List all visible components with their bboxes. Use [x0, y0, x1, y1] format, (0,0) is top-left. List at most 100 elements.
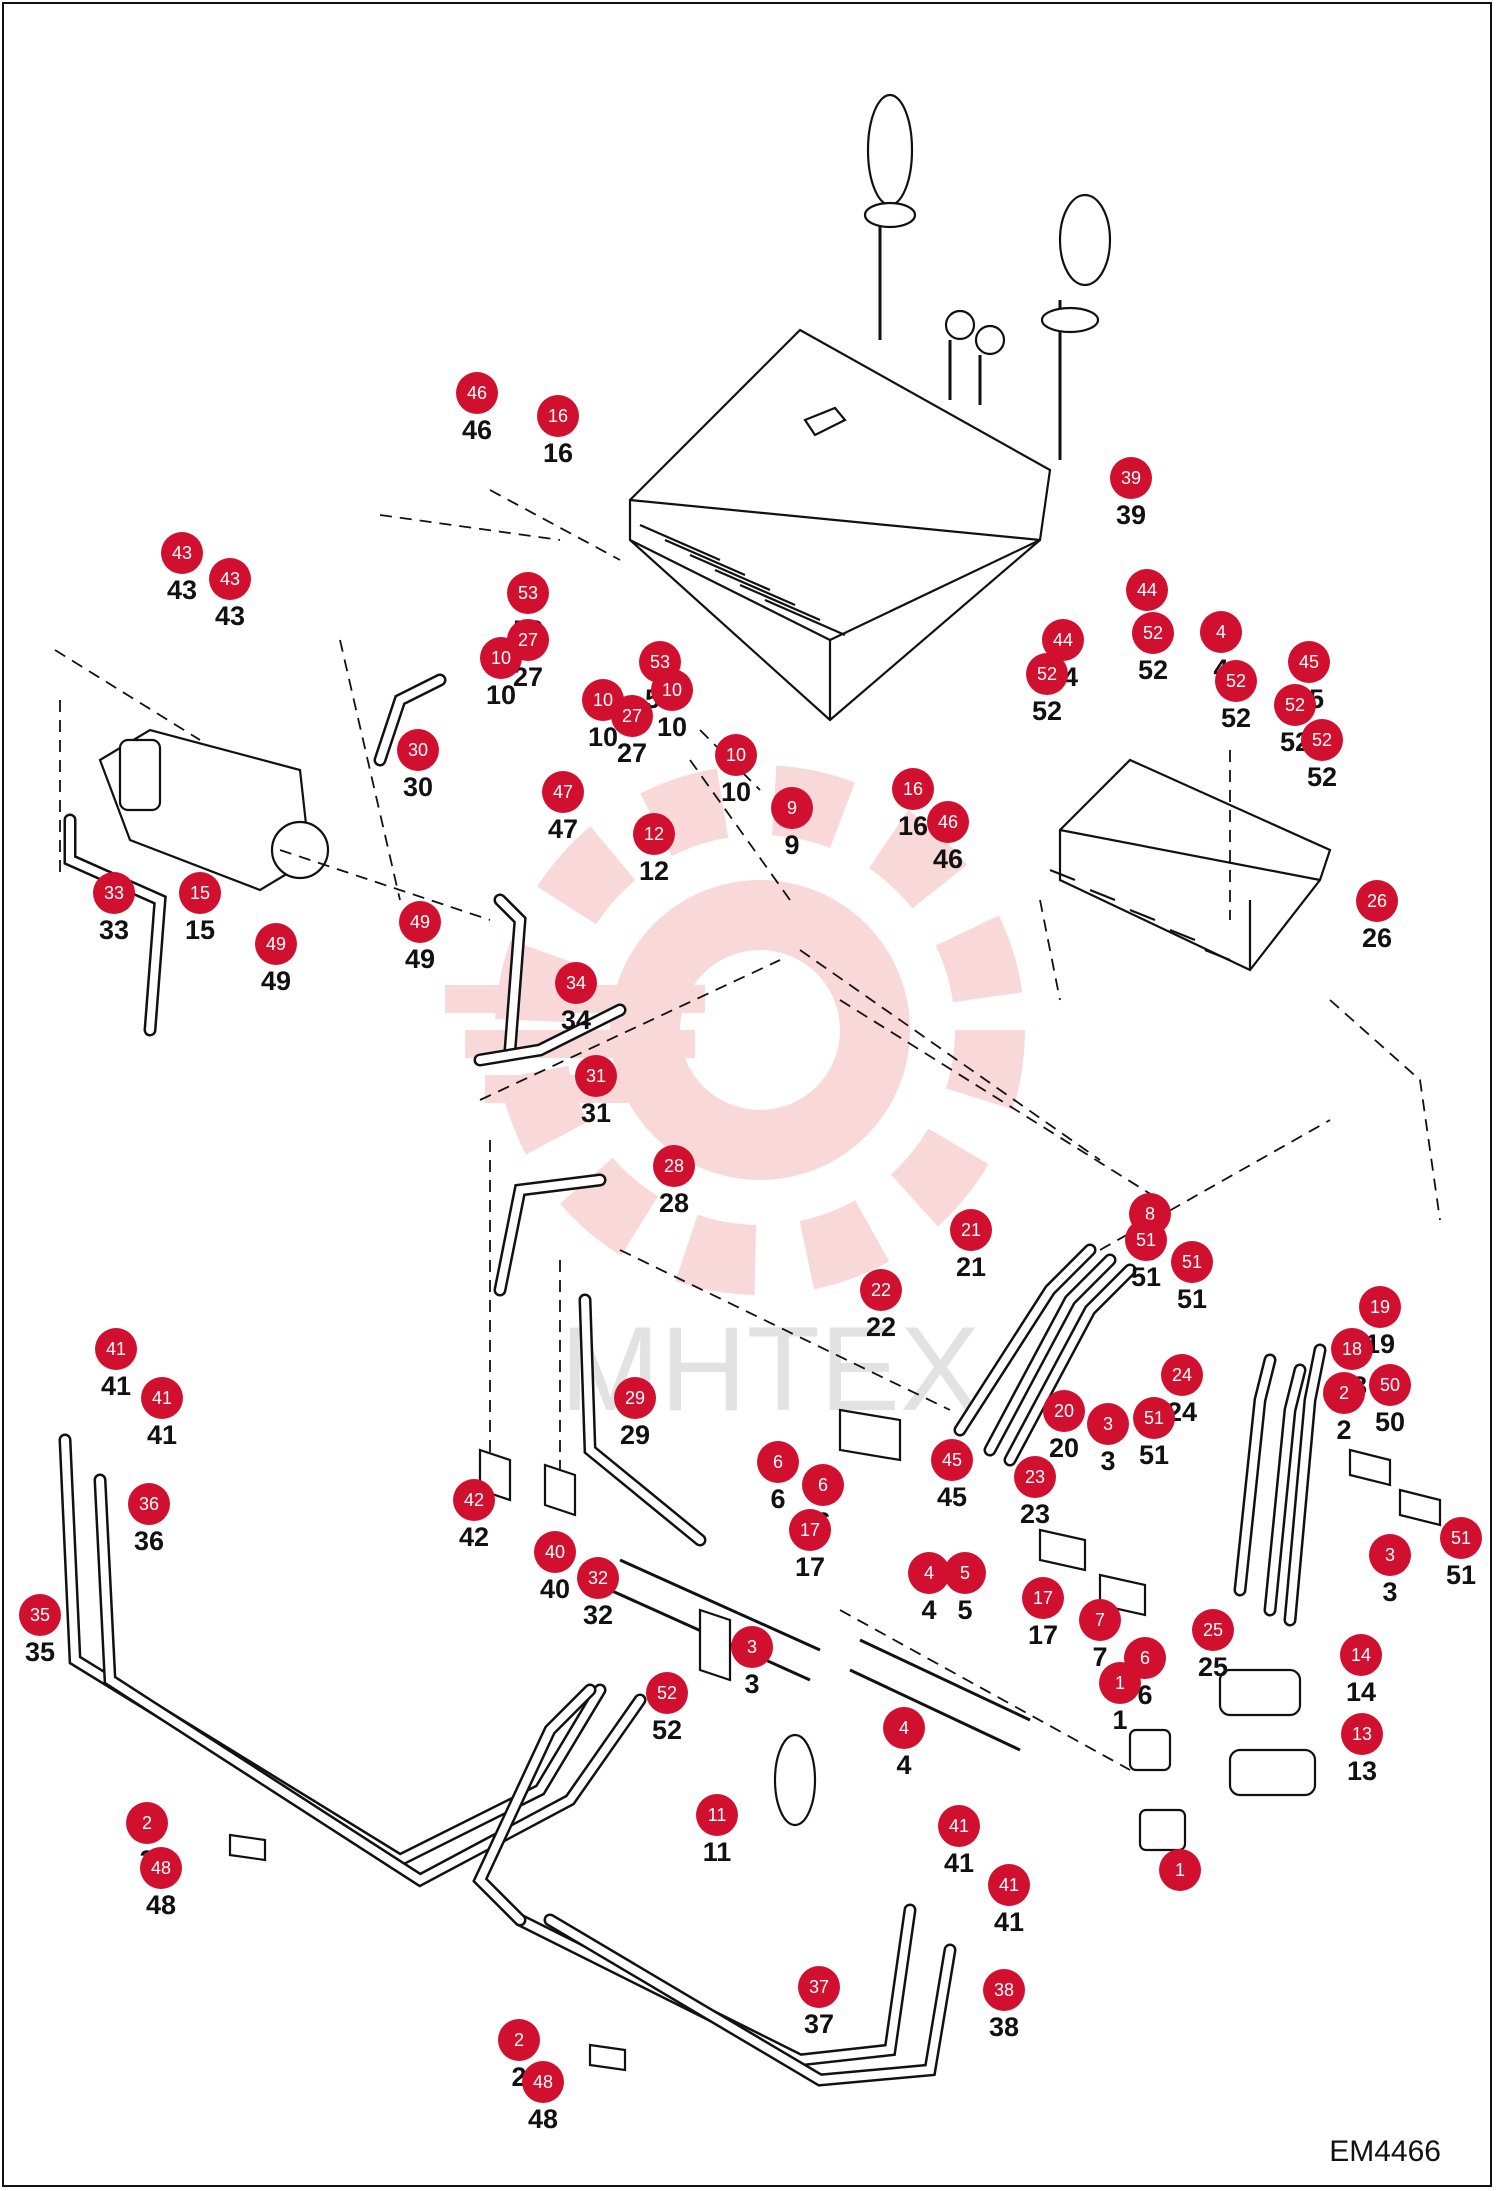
callout-badge[interactable]: [1192, 1609, 1234, 1651]
callout-badge[interactable]: [126, 1802, 168, 1844]
callout-badge[interactable]: [1171, 1241, 1213, 1283]
callout-badge[interactable]: [1200, 611, 1242, 653]
callout-badge[interactable]: [1215, 660, 1257, 702]
callout-badge[interactable]: [1043, 1390, 1085, 1432]
callout-badge[interactable]: [537, 395, 579, 437]
callout-label: 12: [639, 856, 669, 886]
callout-badge[interactable]: [653, 1145, 695, 1187]
callout-badge[interactable]: [1340, 1634, 1382, 1676]
callout-badge[interactable]: [802, 1464, 844, 1506]
callout-badge[interactable]: [1087, 1403, 1129, 1445]
callout-badge[interactable]: [542, 771, 584, 813]
callout-badge[interactable]: [1125, 1219, 1167, 1261]
callout-badge[interactable]: [1359, 1286, 1401, 1328]
callout-badge[interactable]: [128, 1483, 170, 1525]
callout-badge[interactable]: [1022, 1577, 1064, 1619]
callout-badge[interactable]: [575, 1055, 617, 1097]
callout-badge[interactable]: [141, 1377, 183, 1419]
callout-badge[interactable]: [789, 1509, 831, 1551]
callout-badge[interactable]: [1341, 1713, 1383, 1755]
callout-badge[interactable]: [927, 801, 969, 843]
callout-badge[interactable]: [1026, 653, 1068, 695]
callout-badge[interactable]: [696, 1794, 738, 1836]
callout-badge[interactable]: [771, 787, 813, 829]
callout-badge[interactable]: [892, 768, 934, 810]
callout-badge[interactable]: [255, 923, 297, 965]
callout-label: 11: [703, 1837, 732, 1867]
callout-badge[interactable]: [1099, 1662, 1141, 1704]
callout-badge[interactable]: [1161, 1354, 1203, 1396]
callout-badge[interactable]: [1014, 1456, 1056, 1498]
callout-badge[interactable]: [1369, 1534, 1411, 1576]
callout-badge[interactable]: [646, 1672, 688, 1714]
callout-badge-number: 53: [650, 652, 670, 672]
callout-badge[interactable]: [931, 1439, 973, 1481]
callout-badge[interactable]: [944, 1552, 986, 1594]
callout-badge[interactable]: [950, 1209, 992, 1251]
callout-badge[interactable]: [453, 1479, 495, 1521]
callout-badge[interactable]: [1079, 1599, 1121, 1641]
control-valve-housing: [628, 93, 1112, 722]
callout-badge[interactable]: [95, 1328, 137, 1370]
callout-badge[interactable]: [1133, 1397, 1175, 1439]
callout-badge[interactable]: [577, 1557, 619, 1599]
callout-badge[interactable]: [1301, 719, 1343, 761]
callout-badge[interactable]: [908, 1552, 950, 1594]
callout-badge[interactable]: [140, 1847, 182, 1889]
callout-badge[interactable]: [397, 729, 439, 771]
callout-2: 22: [1323, 1372, 1365, 1445]
callout-badge[interactable]: [988, 1864, 1030, 1906]
callout-label: 51: [1131, 1262, 1161, 1292]
callout-badge[interactable]: [883, 1707, 925, 1749]
callout-badge[interactable]: [555, 962, 597, 1004]
callout-badge[interactable]: [93, 872, 135, 914]
callout-badge[interactable]: [1110, 457, 1152, 499]
callout-badge[interactable]: [498, 2019, 540, 2061]
callout-badge[interactable]: [798, 1966, 840, 2008]
callout-badge[interactable]: [1274, 684, 1316, 726]
callout-badge-number: 44: [1053, 630, 1073, 650]
callout-badge-number: 18: [1342, 1339, 1362, 1359]
callout-badge[interactable]: [651, 669, 693, 711]
callout-badge-number: 30: [408, 740, 428, 760]
callout-badge[interactable]: [715, 734, 757, 776]
callout-badge[interactable]: [534, 1531, 576, 1573]
callout-badge[interactable]: [731, 1626, 773, 1668]
callout-badge[interactable]: [1440, 1517, 1482, 1559]
callout-badge[interactable]: [399, 901, 441, 943]
callout-badge[interactable]: [507, 572, 549, 614]
callout-badge[interactable]: [456, 372, 498, 414]
callout-badge[interactable]: [1159, 1849, 1201, 1891]
callout-badge[interactable]: [860, 1269, 902, 1311]
callout-badge[interactable]: [1323, 1372, 1365, 1414]
valve-block-26: [1049, 758, 1332, 972]
callout-badge[interactable]: [1132, 612, 1174, 654]
callout-badge[interactable]: [1331, 1328, 1373, 1370]
callout-badge-number: 21: [961, 1220, 981, 1240]
callout-badge[interactable]: [938, 1805, 980, 1847]
callout-badge[interactable]: [209, 558, 251, 600]
callout-badge[interactable]: [522, 2061, 564, 2103]
callout-badge[interactable]: [480, 637, 522, 679]
callout-badge[interactable]: [1288, 641, 1330, 683]
callout-badge[interactable]: [19, 1594, 61, 1636]
callout-badge[interactable]: [179, 872, 221, 914]
callout-badge[interactable]: [614, 1377, 656, 1419]
callout-badge[interactable]: [1369, 1364, 1411, 1406]
callout-badge[interactable]: [1126, 569, 1168, 611]
callout-badge[interactable]: [611, 695, 653, 737]
callout-badge[interactable]: [633, 813, 675, 855]
callout-badge[interactable]: [1356, 880, 1398, 922]
callout-badge[interactable]: [757, 1441, 799, 1483]
callout-badge[interactable]: [983, 1969, 1025, 2011]
callout-badge[interactable]: [161, 532, 203, 574]
callout-badge[interactable]: [1042, 619, 1084, 661]
